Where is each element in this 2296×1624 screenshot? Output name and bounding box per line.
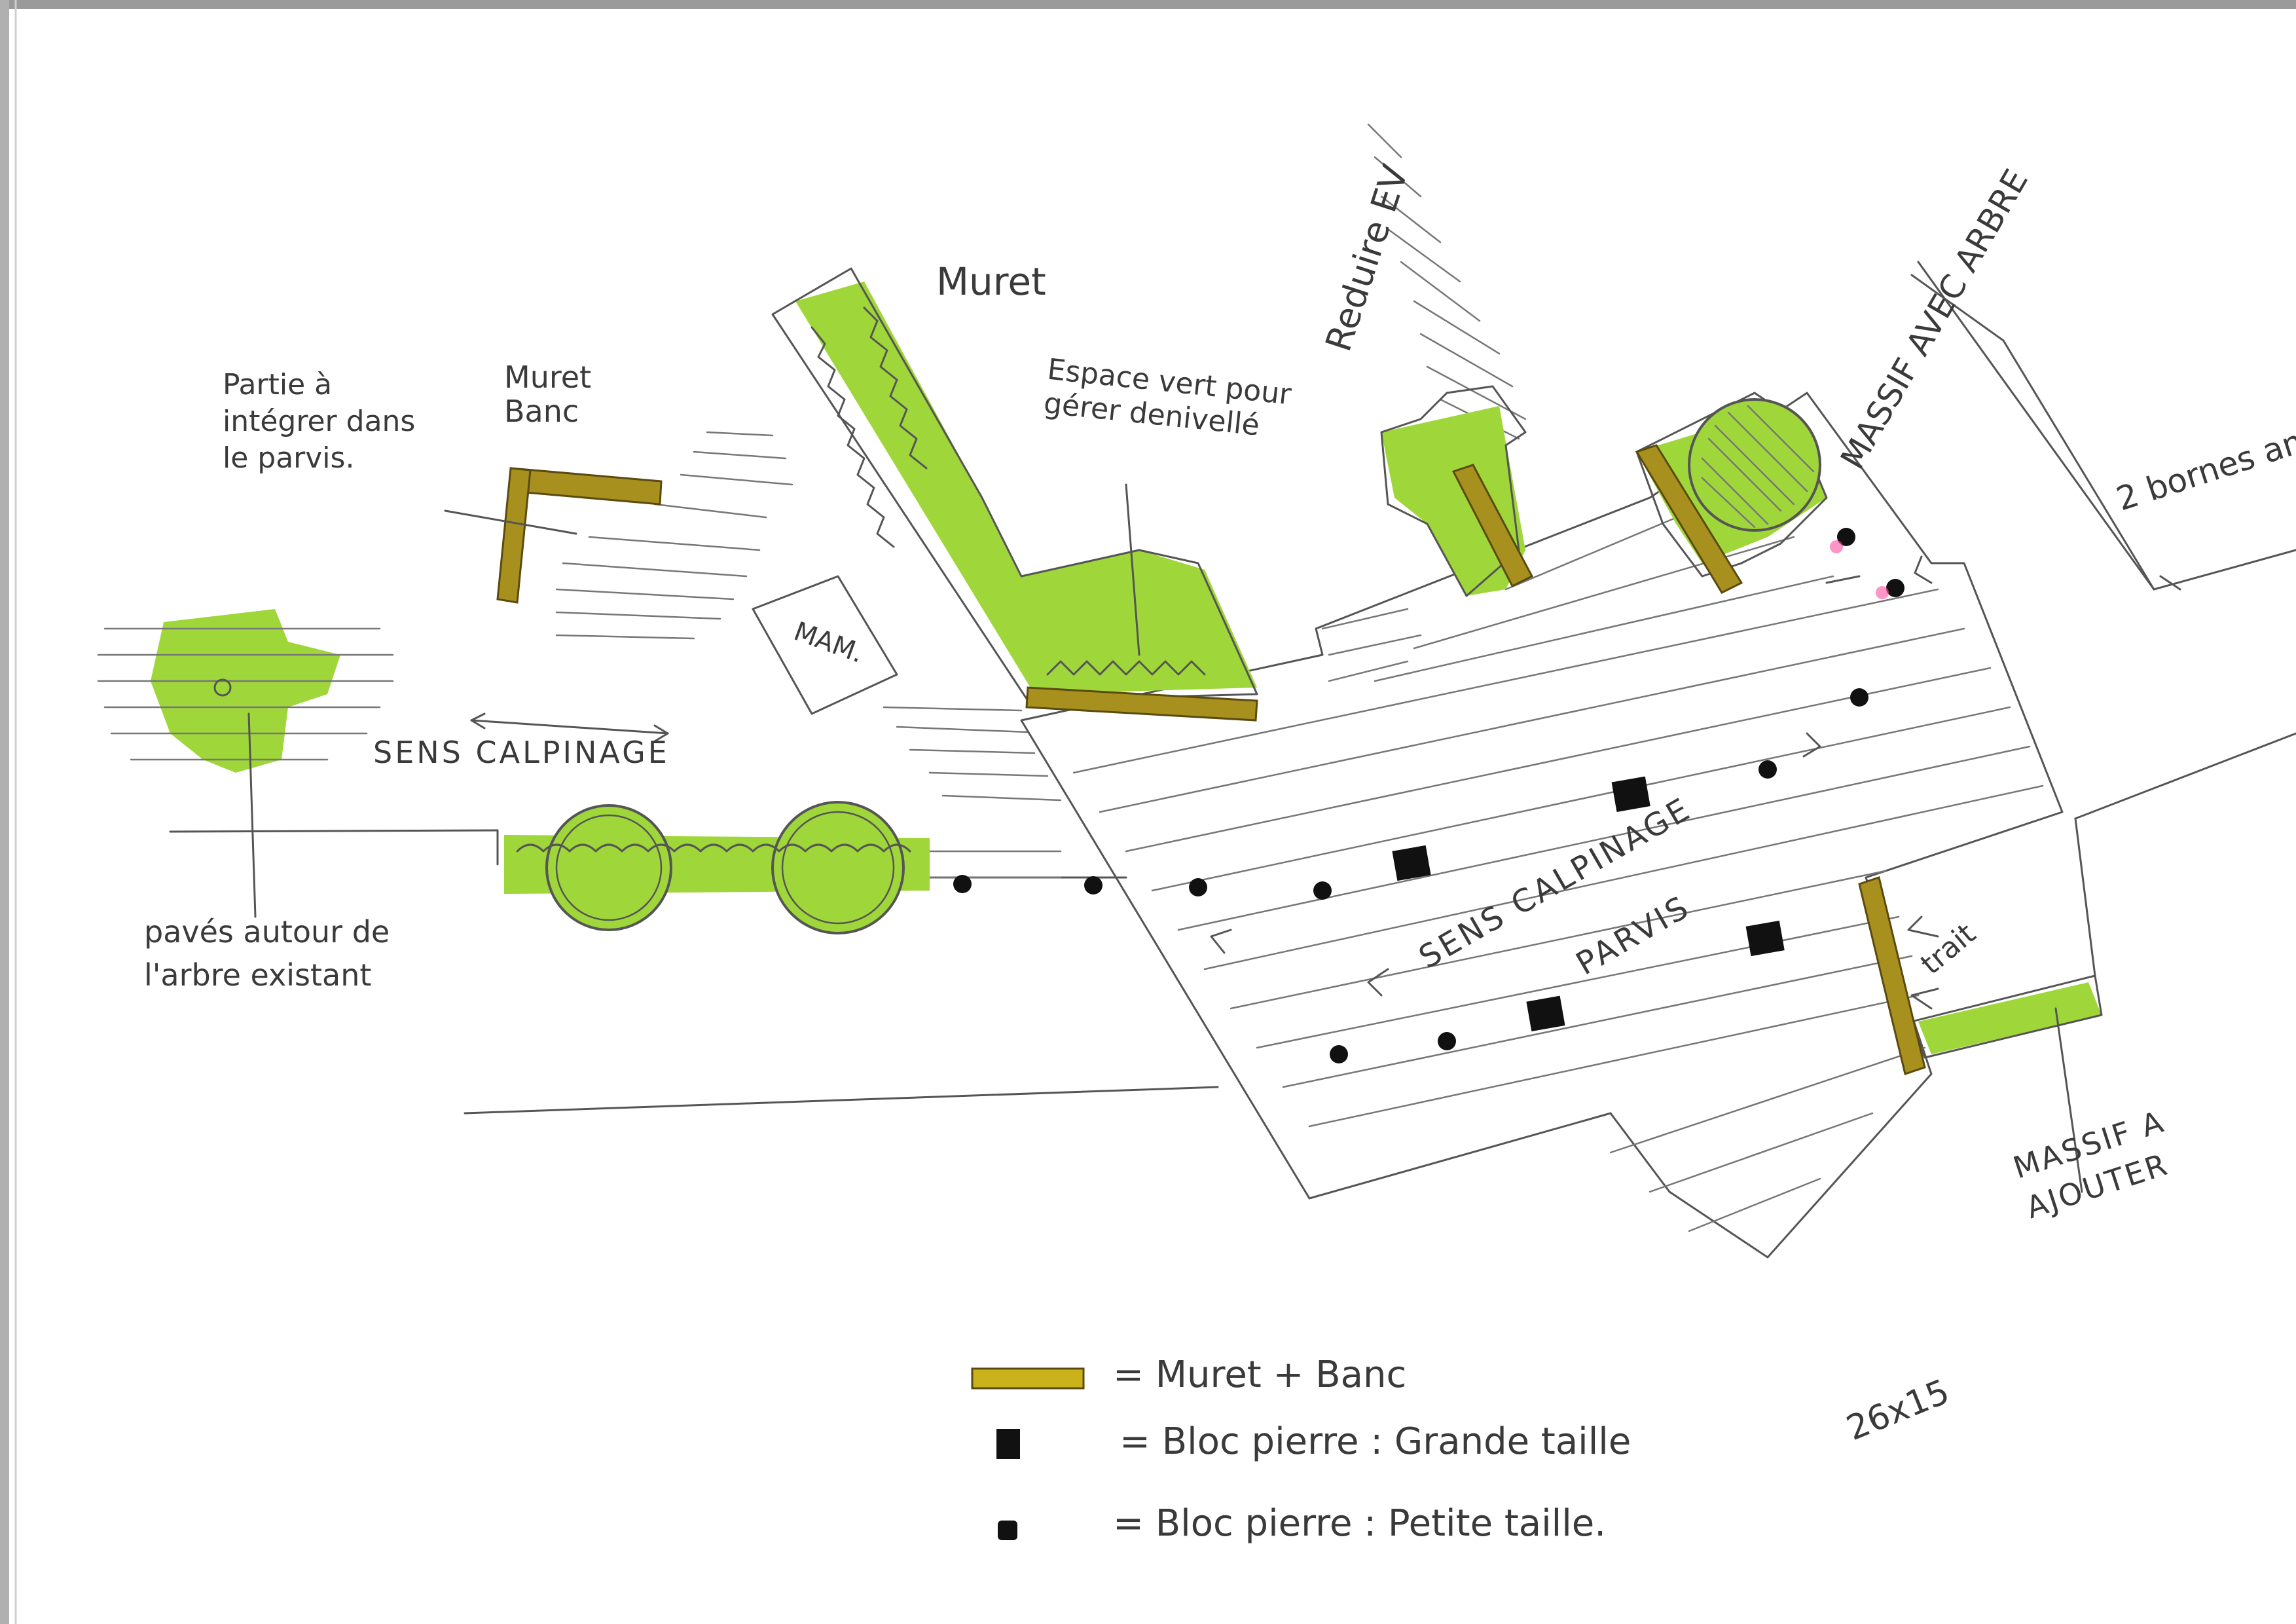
label-sens-calpinage-left: SENS CALPINAGE (373, 735, 670, 770)
label-muret-banc: Muret Banc (504, 360, 592, 429)
parvis-plaza (1020, 392, 2064, 1259)
bollard-2 (1886, 579, 1904, 597)
label-partie-integrer: Partie à intégrer dans le parvis. (223, 368, 416, 475)
stone-blocks (953, 688, 1868, 1063)
mam-box (752, 575, 898, 715)
street-trees (504, 801, 930, 934)
bollard-1 (1837, 528, 1855, 546)
green-reduire-ev (1380, 385, 1527, 597)
top-edge (0, 0, 2296, 9)
legend: = Muret + Banc = Bloc pierre : Grande ta… (971, 1354, 1631, 1545)
legend-swatch-muret (971, 1367, 1085, 1390)
label-paves: pavés autour de l'arbre existant (144, 914, 390, 993)
muret-banc-massif (1635, 444, 1743, 594)
arrows (247, 483, 2083, 1193)
muret-banc-reduire (1451, 464, 1534, 588)
legend-label-stone-large: = Bloc pierre : Grande taille (1120, 1420, 1631, 1463)
muret-banc-bottom (1025, 686, 1258, 722)
legend-swatch-stone-small (998, 1521, 1017, 1540)
muret-banc-l (496, 467, 663, 604)
left-edge (0, 0, 9, 1624)
legend-label-stone-small: = Bloc pierre : Petite taille. (1113, 1502, 1606, 1545)
legend-label-muret: = Muret + Banc (1113, 1354, 1406, 1396)
label-muret: Muret (936, 259, 1046, 304)
paves-arbre-existant (97, 609, 394, 773)
legend-swatch-stone-large (996, 1429, 1020, 1459)
muret-banc-massif-ajouter (1858, 876, 1926, 1075)
street-lines (169, 261, 2296, 1115)
